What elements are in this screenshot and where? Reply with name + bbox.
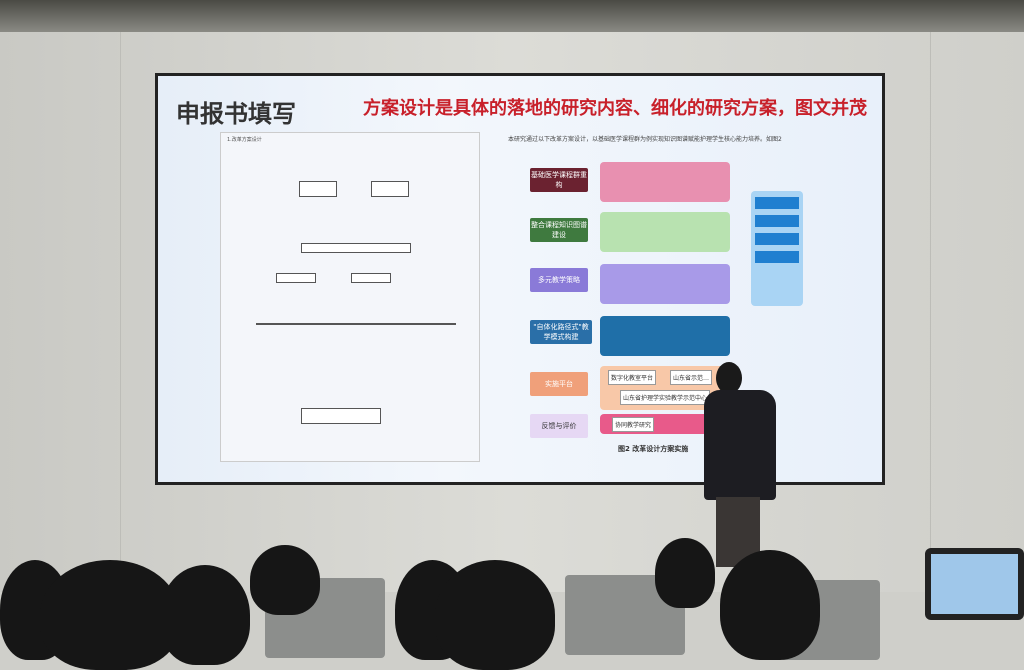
flow-box [299, 181, 337, 197]
stage-6: 反馈与评价 [530, 414, 588, 438]
audience-head [160, 565, 250, 665]
group-2 [600, 212, 730, 252]
doc-caption: 1.改革方案设计 [227, 137, 262, 143]
platform-item: 山东省示范… [670, 370, 713, 385]
slide-subtitle: 方案设计是具体的落地的研究内容、细化的研究方案，图文并茂 [363, 98, 867, 119]
slide-title: 申报书填写 [176, 100, 296, 128]
ceiling [0, 0, 1024, 32]
audience [0, 520, 1024, 670]
feedback-item: 协同教学研究 [612, 417, 655, 432]
document-flowchart: 1.改革方案设计 [220, 132, 480, 462]
wall-seam [930, 32, 931, 572]
figure-caption: 图2 改革设计方案实施 [618, 445, 689, 453]
flow-box [276, 273, 316, 283]
flow-box [351, 273, 391, 283]
audience-head [435, 560, 555, 670]
flow-box [301, 408, 381, 424]
side-flow [751, 191, 803, 306]
stage-1: 基础医学课程群重构 [530, 168, 588, 192]
audience-head [40, 560, 180, 670]
audience-head [250, 545, 320, 615]
presenter-coat [704, 390, 776, 500]
group-1 [600, 162, 730, 202]
platform-item: 数字化教室平台 [608, 370, 657, 385]
stage-3: 多元教学策略 [530, 268, 588, 292]
group-3 [600, 264, 730, 304]
audience-head [655, 538, 715, 608]
stage-5: 实施平台 [530, 372, 588, 396]
flow-box [371, 181, 409, 197]
flow-line [256, 323, 456, 325]
audience-head [720, 550, 820, 660]
stage-4: "自体化路径式"教学模式构建 [530, 320, 592, 344]
flow-box [301, 243, 411, 253]
platform-item: 山东省护理学实验教学示范中心 [620, 390, 711, 405]
wall-seam [120, 32, 121, 572]
stage-2: 整合课程知识图谱建设 [530, 218, 588, 242]
group-4 [600, 316, 730, 356]
presenter-head [716, 362, 742, 394]
projection-screen: 申报书填写 方案设计是具体的落地的研究内容、细化的研究方案，图文并茂 1.改革方… [155, 73, 885, 485]
phone-screen [931, 554, 1018, 614]
phone-camera [925, 548, 1024, 620]
intro-text: 本研究通过以下改革方案设计，以基础医学课程群为例实现知识图谱赋能护理学生核心能力… [508, 136, 782, 143]
